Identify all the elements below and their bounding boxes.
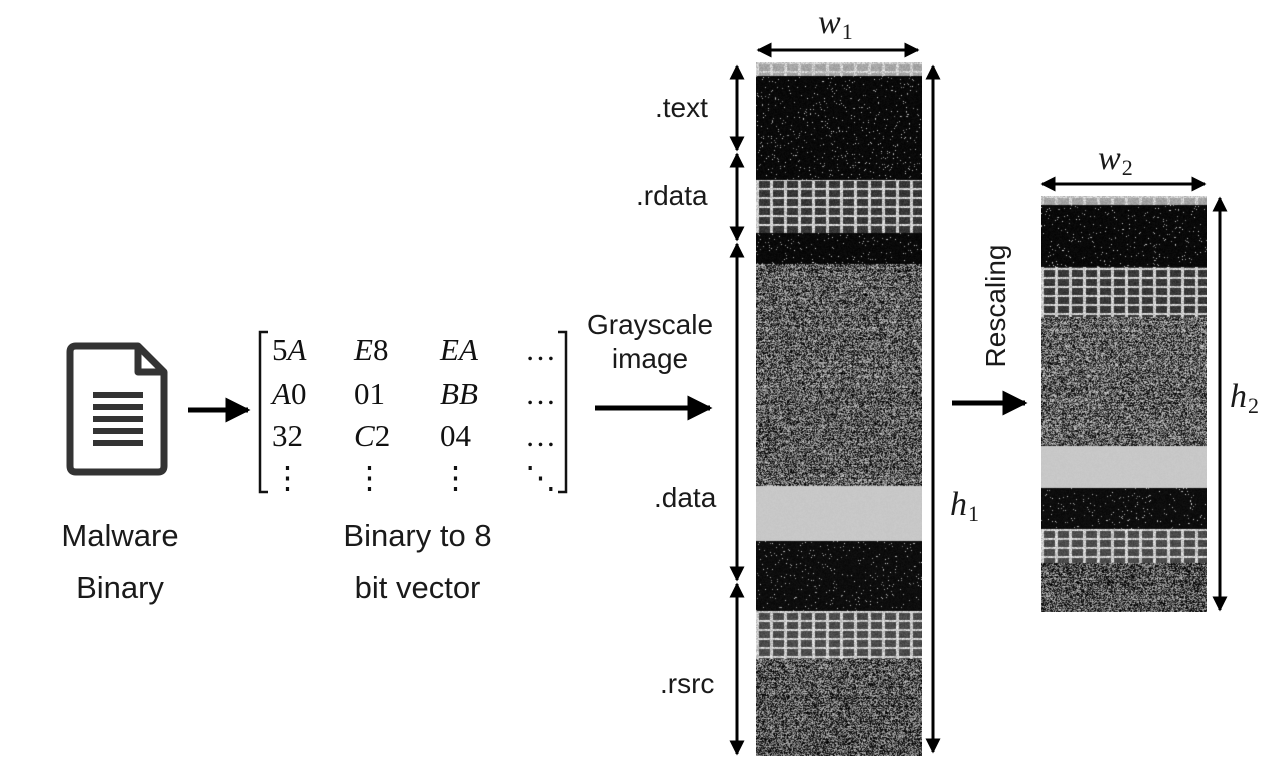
matrix-cell: ⋮ — [272, 460, 303, 495]
matrix-left-bracket — [258, 330, 268, 494]
malware-label-line2: Binary — [76, 570, 164, 605]
matrix-cell: ⋮ — [354, 460, 385, 495]
matrix-cell: … — [525, 376, 556, 411]
malware-binary-label: Malware Binary — [30, 510, 210, 614]
matrix-cell: … — [525, 332, 556, 367]
matrix-cell: 04 — [440, 418, 471, 453]
matrix-cell: A0 — [272, 376, 307, 411]
grayscale-image-rescaled — [1041, 196, 1207, 612]
matrix-cell: EA — [440, 332, 478, 367]
matrix-cell: BB — [440, 376, 478, 411]
grayscale-image-full — [756, 62, 922, 756]
section-label-data: .data — [654, 482, 717, 513]
h2-label: h2 — [1230, 378, 1259, 418]
h1-label: h1 — [950, 486, 979, 526]
w2-subscript: 2 — [1121, 155, 1133, 180]
matrix-cell: 32 — [272, 418, 303, 453]
matrix-cell: E8 — [354, 332, 389, 367]
vector-caption-line1: Binary to 8 — [343, 518, 492, 553]
matrix-cell: ⋮ — [440, 460, 471, 495]
document-icon — [66, 342, 168, 476]
vector-caption: Binary to 8 bit vector — [300, 510, 535, 614]
grayscale-label-line1: Grayscale — [586, 309, 714, 340]
grayscale-label: Grayscale image — [575, 308, 725, 376]
matrix-cell: ⋱ — [525, 460, 556, 495]
matrix-right-bracket — [558, 330, 568, 494]
h1-var: h — [950, 486, 967, 523]
matrix-cell: 5A — [272, 332, 307, 367]
section-label-rsrc: .rsrc — [660, 668, 715, 699]
w1-subscript: 1 — [841, 19, 853, 44]
section-label-text: .text — [655, 92, 708, 123]
h2-var: h — [1230, 378, 1247, 415]
h2-subscript: 2 — [1248, 393, 1259, 418]
vector-caption-line2: bit vector — [354, 570, 481, 605]
matrix-cell: 01 — [354, 376, 385, 411]
matrix-cell: C2 — [354, 418, 391, 453]
w2-label: w2 — [1098, 140, 1133, 180]
w1-label: w1 — [818, 4, 853, 44]
h1-subscript: 1 — [968, 501, 979, 526]
section-label-rdata: .rdata — [636, 180, 708, 211]
matrix-cell: … — [525, 418, 556, 453]
malware-label-line1: Malware — [61, 518, 179, 553]
rescaling-label: Rescaling — [980, 244, 1011, 368]
w1-var: w — [818, 4, 841, 41]
w2-var: w — [1098, 140, 1121, 177]
grayscale-label-line2: image — [611, 343, 689, 374]
